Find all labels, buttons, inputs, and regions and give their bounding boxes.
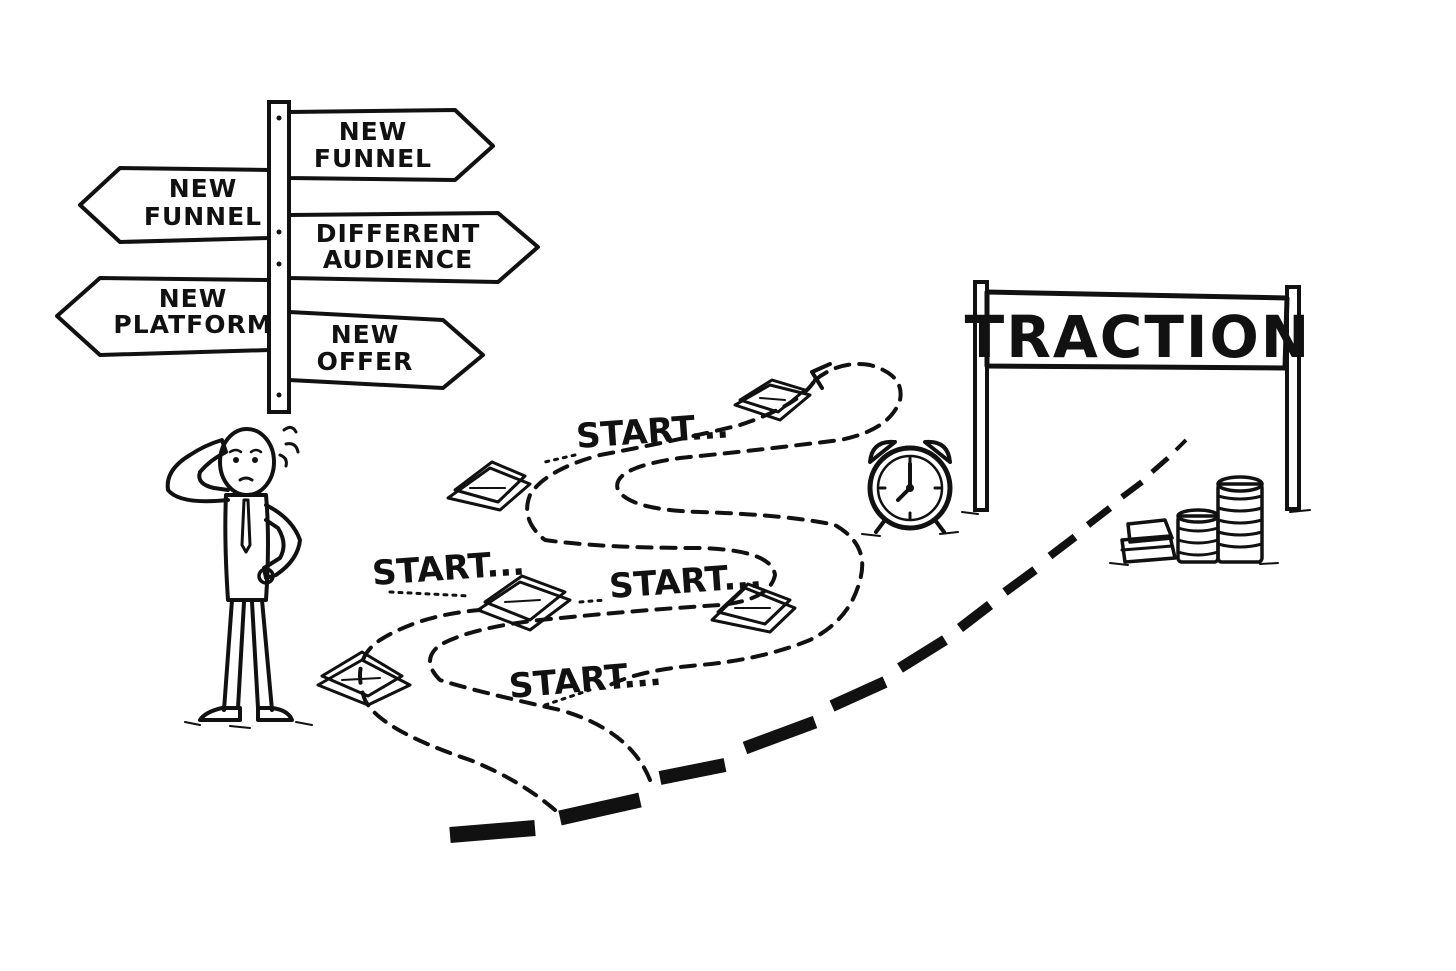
sign-label: OFFER (317, 347, 414, 376)
paper-stack-icon (733, 378, 812, 422)
paper-stack-icon (476, 574, 572, 632)
paper-stack-icon (316, 650, 412, 707)
start-label-3: START... (608, 556, 763, 607)
sign-label: NEW (159, 284, 228, 313)
sign-different-audience: DIFFERENT AUDIENCE (287, 211, 540, 284)
coin-stack-icon (1109, 475, 1279, 566)
sign-new-platform: NEW PLATFORM (55, 276, 272, 357)
start-label-1: START... (575, 406, 730, 457)
sign-label: FUNNEL (144, 202, 262, 231)
sign-new-funnel-left: NEW FUNNEL (78, 166, 271, 244)
sign-label: NEW (339, 117, 408, 146)
traction-label: TRACTION (965, 303, 1312, 371)
start-label-4: START... (507, 654, 663, 707)
road-to-traction (449, 438, 1188, 843)
sign-new-funnel-right: NEW FUNNEL (287, 108, 495, 182)
sign-new-offer: NEW OFFER (287, 310, 485, 390)
sign-label: NEW (169, 174, 238, 203)
alarm-clock-icon (861, 439, 959, 537)
banner-post-right (1285, 285, 1301, 511)
sign-label: AUDIENCE (323, 245, 473, 274)
traction-finish-banner: TRACTION (961, 280, 1312, 515)
start-label-2: START... (371, 543, 526, 594)
signpost-pole (267, 100, 291, 414)
sign-label: FUNNEL (314, 144, 432, 173)
sign-label: PLATFORM (113, 310, 272, 339)
banner-post-left (973, 280, 989, 512)
paper-stack-icon (446, 460, 532, 512)
banner-board (984, 289, 1290, 371)
sign-label: NEW (331, 320, 400, 349)
sign-label: DIFFERENT (316, 219, 481, 248)
paper-stack-icon (710, 582, 797, 634)
signpost: NEW FUNNEL NEW FUNNEL DIFFERENT AUDIENCE… (55, 100, 540, 414)
confused-person-icon (165, 425, 313, 729)
winding-paths (358, 362, 903, 812)
